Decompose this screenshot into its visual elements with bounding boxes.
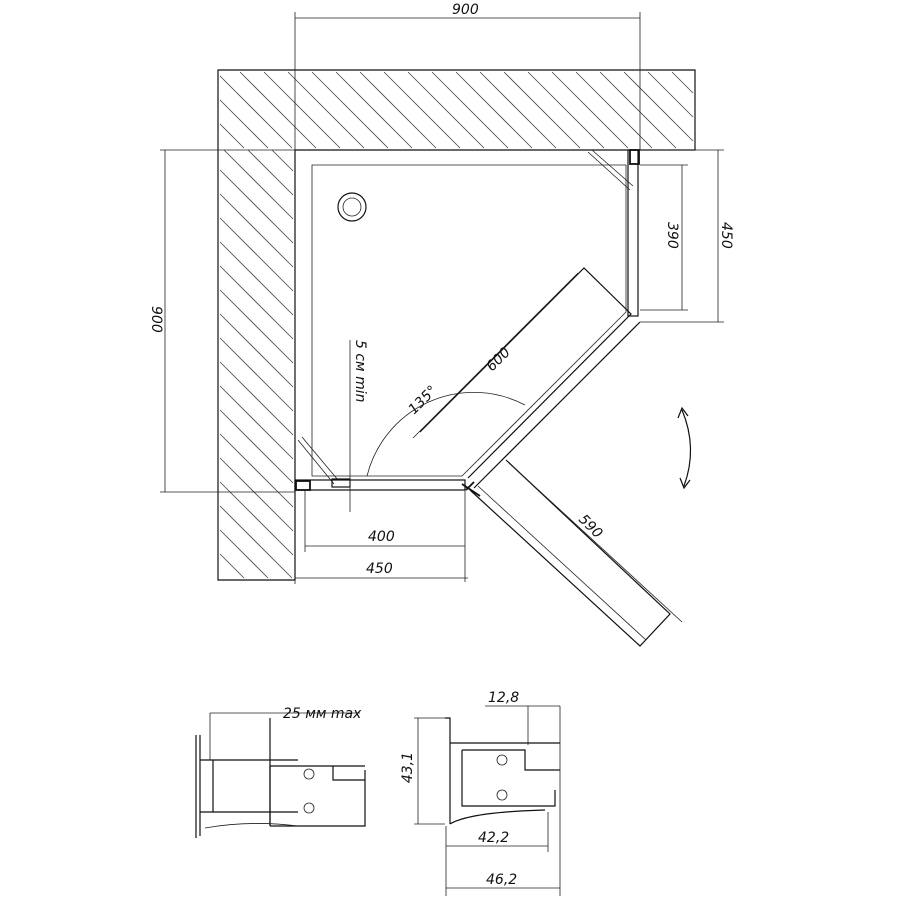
- hatch-line: [311, 71, 389, 149]
- profile-fixed: [414, 705, 561, 896]
- hatch-line: [455, 71, 533, 149]
- hatch-line: [219, 529, 269, 579]
- hatch-line: [239, 71, 317, 149]
- dim-left-lines: [160, 149, 295, 493]
- hatch-line: [623, 71, 694, 142]
- hatch-line: [219, 337, 294, 412]
- closed-door: [419, 267, 632, 479]
- hatch-line: [219, 241, 294, 316]
- bottom-wall-profile: [295, 480, 311, 491]
- hatch-line: [271, 149, 294, 172]
- hatch-line: [219, 123, 245, 149]
- hatch-line: [219, 169, 294, 244]
- swing-arc: [366, 391, 526, 477]
- wall-hatching: [219, 71, 694, 579]
- dim-diagonal: 600: [484, 345, 514, 375]
- hatch-line: [219, 505, 293, 579]
- hatch-line: [247, 149, 294, 196]
- hatch-line: [219, 553, 245, 579]
- hatch-line: [575, 71, 653, 149]
- dim-right-inner: 390: [664, 222, 680, 249]
- hatch-line: [527, 71, 605, 149]
- right-fixed-panel: [627, 149, 639, 317]
- door-dim-line: [507, 461, 683, 623]
- clearance-label: 5 см min: [352, 340, 368, 402]
- hatch-line: [219, 361, 294, 436]
- hatch-line: [219, 289, 294, 364]
- dim-profile-height: 43,1: [400, 752, 416, 783]
- hatch-line: [219, 265, 294, 340]
- hatch-line: [219, 409, 294, 484]
- hatch-line: [219, 433, 294, 508]
- drain-outer: [337, 192, 367, 222]
- hatch-line: [287, 71, 365, 149]
- hatch-line: [407, 71, 485, 149]
- right-wall-profile: [629, 149, 640, 165]
- hatch-line: [219, 313, 294, 388]
- dim-profile-outer-width: 46,2: [486, 872, 517, 888]
- bottom-fixed-panel: [294, 479, 466, 491]
- hatch-line: [219, 385, 294, 460]
- dim-bottom-outer: 450: [366, 561, 393, 577]
- hatch-line: [599, 71, 677, 149]
- hatch-line: [359, 71, 437, 149]
- profile-adjustable: [195, 712, 366, 838]
- hatch-line: [223, 149, 294, 220]
- dim-bottom-lines: [294, 490, 468, 584]
- hatch-line: [503, 71, 581, 149]
- hatch-line: [219, 193, 294, 268]
- shower-tray: [311, 164, 627, 477]
- dim-left-depth: 900: [148, 306, 164, 333]
- hatch-line: [219, 75, 293, 149]
- dim-door: 590: [575, 512, 605, 542]
- hatch-line: [263, 71, 341, 149]
- dim-profile-top-offset: 12,8: [488, 690, 519, 706]
- hatch-line: [383, 71, 461, 149]
- angle-label: 135°: [406, 383, 441, 418]
- door-frame-line: [473, 321, 641, 489]
- dim-bottom-inner: 400: [368, 529, 395, 545]
- profile-adjust-label: 25 мм max: [283, 706, 362, 722]
- hatch-line: [551, 71, 629, 149]
- dim-right-outer: 450: [718, 222, 734, 249]
- open-door-inner: [477, 485, 647, 641]
- rotation-arrow-icon: [677, 406, 692, 490]
- dim-profile-inner-width: 42,2: [478, 830, 509, 846]
- drain-inner: [342, 197, 362, 217]
- bottom-bracket: [297, 436, 339, 485]
- dim-right-lines: [640, 149, 724, 323]
- hatch-line: [431, 71, 509, 149]
- diagonal-dim-line: [412, 272, 579, 439]
- hatch-line: [647, 71, 694, 118]
- open-door: [469, 459, 671, 647]
- dim-top-width: 900: [452, 2, 479, 18]
- right-bracket: [587, 149, 634, 191]
- hatch-line: [219, 457, 294, 532]
- hatch-line: [479, 71, 557, 149]
- hatch-line: [219, 99, 269, 149]
- dim-top-lines: [294, 12, 641, 150]
- hatch-line: [219, 481, 294, 556]
- hatch-line: [671, 71, 694, 94]
- hatch-line: [219, 217, 294, 292]
- hinge: [461, 481, 481, 497]
- hatch-line: [335, 71, 413, 149]
